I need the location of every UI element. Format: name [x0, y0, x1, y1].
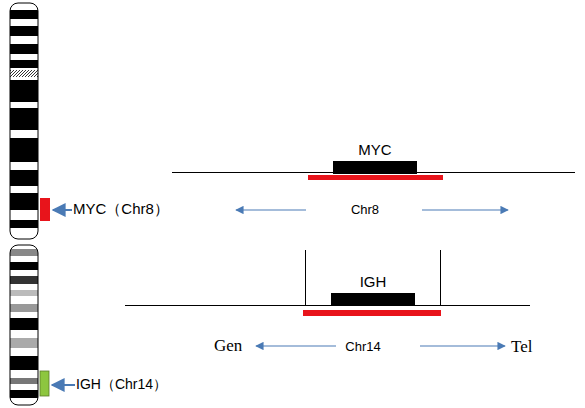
probe-bar — [303, 310, 441, 316]
boundary-line — [440, 250, 441, 305]
direction-arrow — [422, 209, 508, 210]
chromosome-outline — [10, 245, 38, 405]
direction-label: Tel — [511, 338, 532, 357]
gene-name: IGH — [331, 274, 415, 291]
gene-bar: MYC — [333, 142, 417, 174]
direction-arrow — [420, 345, 505, 346]
chromosome-label: Chr8 — [351, 203, 379, 217]
pointer-arrow — [52, 384, 75, 386]
gene-name: MYC — [333, 142, 417, 159]
direction-arrow — [236, 209, 306, 210]
boundary-line — [305, 250, 306, 305]
direction-label: Gen — [214, 337, 242, 356]
locus-label: MYC（Chr8） — [73, 201, 169, 218]
myc-locus-marker — [40, 198, 50, 221]
locus-label: IGH（Chr14） — [76, 377, 167, 392]
chromosome-outline — [10, 3, 38, 239]
direction-arrow — [256, 345, 336, 346]
pointer-arrow — [53, 209, 72, 211]
probe-bar — [308, 175, 443, 180]
igh-locus-marker — [40, 371, 49, 396]
chromosome-14 — [10, 245, 38, 405]
gene-bar: IGH — [331, 274, 415, 306]
chromosome-label: Chr14 — [345, 340, 380, 354]
chromosome-8 — [10, 3, 38, 239]
gene-bar-fill — [333, 161, 417, 174]
chromosome-line — [125, 305, 530, 306]
gene-bar-fill — [331, 293, 415, 306]
